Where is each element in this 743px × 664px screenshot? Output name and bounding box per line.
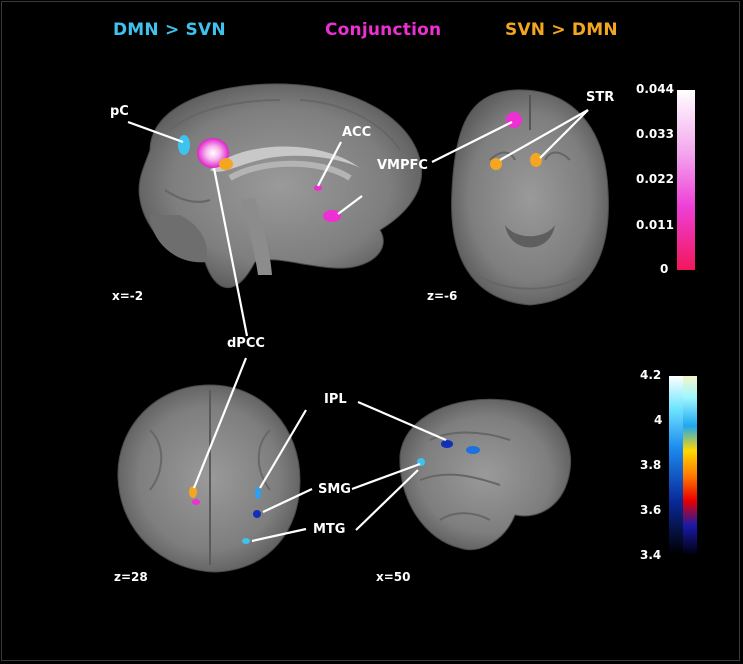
- cb-bottom-tick: 3.4: [640, 548, 662, 562]
- header-conjunction: Conjunction: [325, 20, 442, 40]
- ipl-sag-blob-1: [441, 440, 453, 448]
- cb-bottom-tick: 4.2: [640, 368, 662, 382]
- sagittal-slice-bottom: [399, 398, 572, 551]
- coord-sagittal-bottom: x=50: [376, 570, 411, 584]
- cb-top-tick: 0.044: [636, 82, 674, 96]
- colorbar-svn: [683, 376, 697, 554]
- ipl-leader-axial: [259, 409, 307, 489]
- label-str: STR: [586, 90, 615, 105]
- header-dmn-gt-svn: DMN > SVN: [113, 20, 226, 40]
- smg-leader-axial: [262, 488, 313, 513]
- leader-lines: [127, 109, 589, 543]
- cb-top-tick: 0.022: [636, 172, 674, 186]
- smg-axial-blob: [253, 510, 261, 518]
- label-mtg: MTG: [313, 522, 346, 537]
- mtg-leader-axial: [251, 527, 307, 543]
- coord-axial-bottom: z=28: [114, 570, 148, 584]
- cb-top-tick: 0: [660, 262, 669, 276]
- header-svn-gt-dmn: SVN > DMN: [505, 20, 618, 40]
- cb-top-tick: 0.011: [636, 218, 674, 232]
- label-vmpfc: VMPFC: [377, 158, 428, 173]
- label-dpcc: dPCC: [227, 336, 265, 351]
- cb-bottom-tick: 3.8: [640, 458, 662, 472]
- colorbar-dmn: [669, 376, 683, 554]
- coord-sagittal-top: x=-2: [112, 289, 144, 303]
- label-smg: SMG: [318, 482, 351, 497]
- mtg-leader-sag: [355, 469, 419, 531]
- dpcc-axial-conj-blob: [192, 499, 200, 505]
- dpcc-svn-blob: [219, 158, 233, 170]
- acc-blob: [314, 185, 322, 191]
- str-left-blob: [490, 158, 502, 170]
- label-acc: ACC: [342, 125, 372, 140]
- axial-slice-bottom: [117, 384, 301, 573]
- str-right-blob: [530, 153, 542, 167]
- str-leader-right: [539, 109, 589, 159]
- dpcc-leader-top: [212, 167, 249, 337]
- cb-bottom-tick: 3.6: [640, 503, 662, 517]
- ipl-axial-blob: [255, 487, 261, 499]
- label-ipl: IPL: [324, 392, 347, 407]
- vmpfc-blob: [323, 210, 341, 222]
- dpcc-leader-bottom: [192, 357, 248, 489]
- smg-leader-sag: [351, 462, 421, 491]
- vmpfc-axial-blob: [506, 112, 522, 128]
- dpcc-axial-blob: [189, 486, 197, 498]
- sagittal-slice-top: [138, 83, 422, 288]
- cb-top-tick: 0.033: [636, 127, 674, 141]
- coord-axial-top: z=-6: [427, 289, 458, 303]
- str-leader-left: [499, 109, 589, 161]
- cb-bottom-tick: 4: [654, 413, 663, 427]
- label-pc: pC: [110, 104, 129, 119]
- colorbar-conjunction: [677, 90, 695, 270]
- ipl-sag-blob-2: [466, 446, 480, 454]
- acc-leader: [317, 141, 342, 187]
- axial-slice-top: [451, 89, 609, 306]
- ipl-leader-sag: [357, 400, 447, 442]
- mtg-axial-blob: [242, 538, 250, 544]
- pc-blob: [178, 135, 190, 155]
- vmpfc-leader-axial: [431, 121, 513, 163]
- vmpfc-leader-sag: [337, 195, 363, 215]
- pc-leader: [127, 120, 184, 144]
